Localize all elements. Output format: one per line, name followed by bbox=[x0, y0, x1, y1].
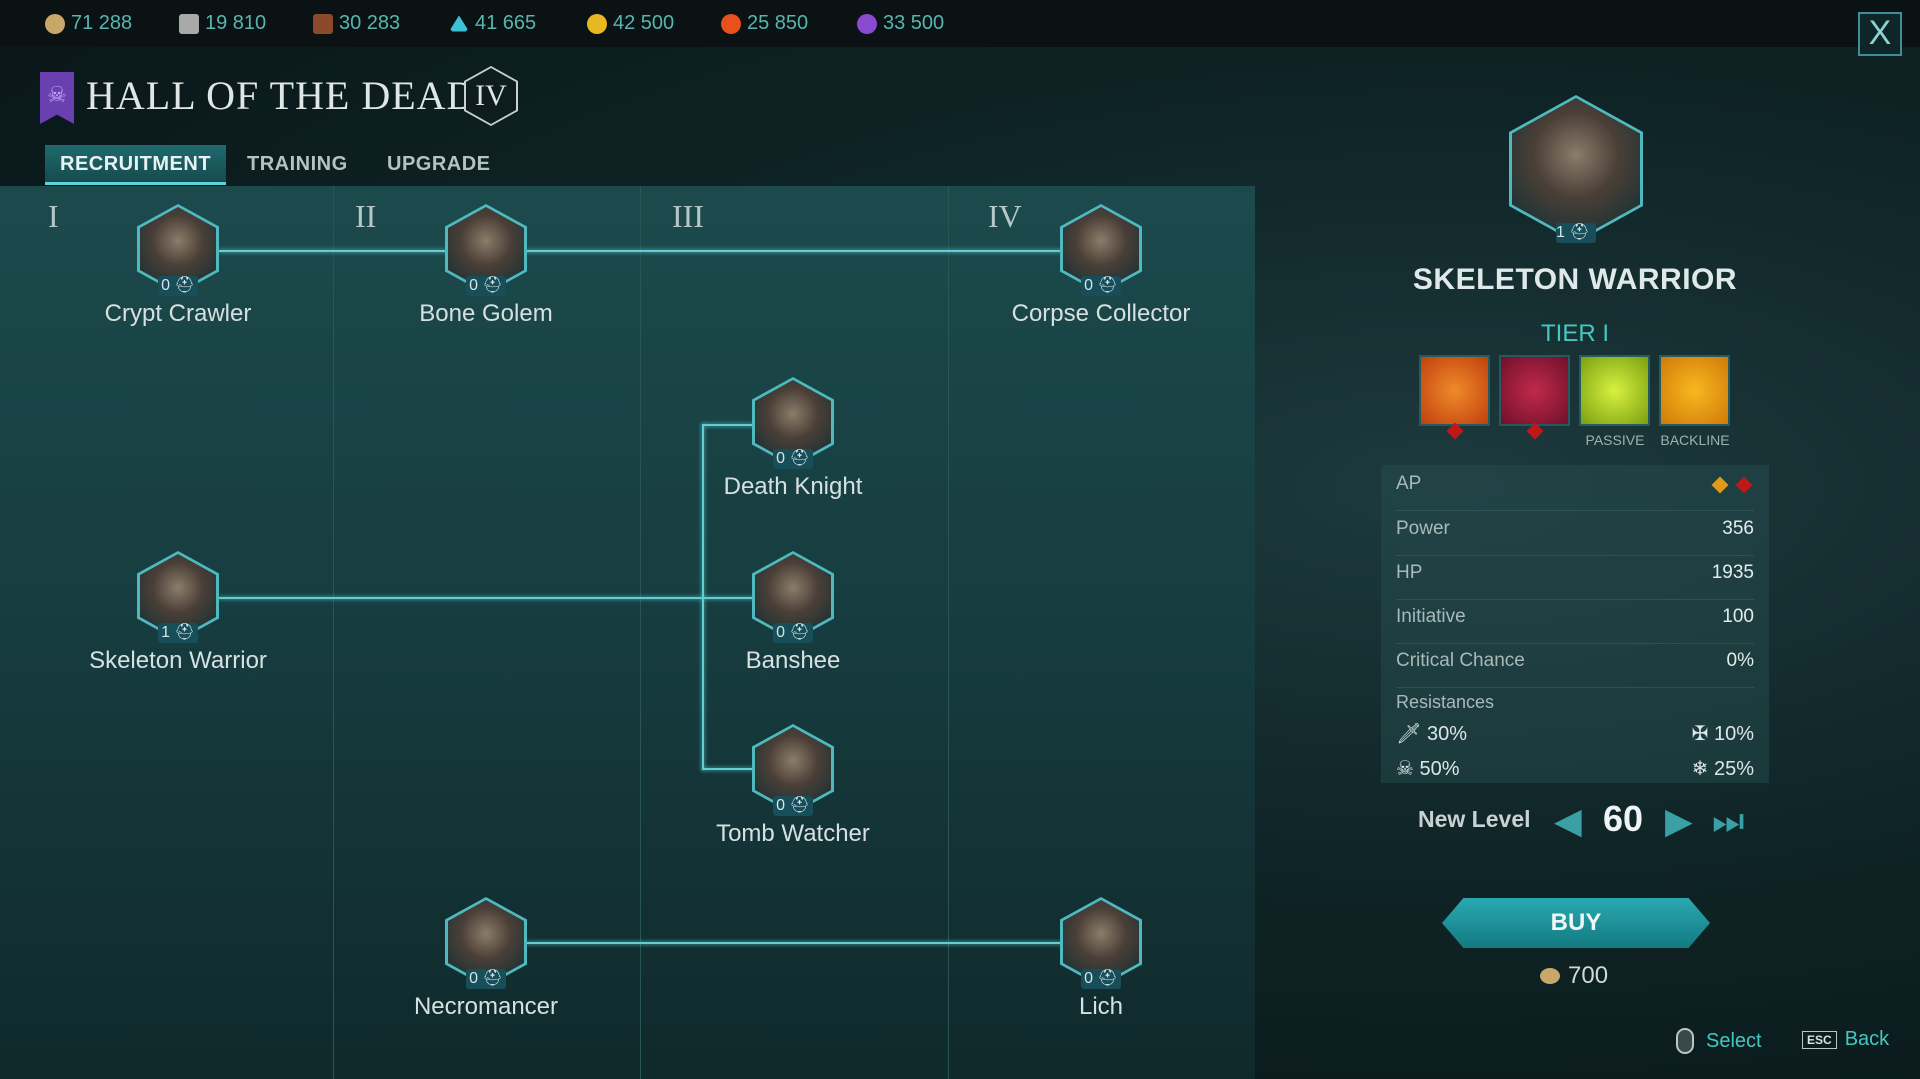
upgrade-path-line bbox=[702, 597, 754, 599]
rank-value: IV bbox=[475, 79, 507, 112]
buy-cost: 700 bbox=[1540, 962, 1608, 990]
skill-label: PASSIVE bbox=[1585, 432, 1645, 448]
unit-lich[interactable]: 0 ⛑Lich bbox=[1001, 897, 1201, 1021]
unit-name: SKELETON WARRIOR bbox=[1412, 263, 1738, 296]
resource-shadow: 33 500 bbox=[857, 12, 944, 35]
helmet-icon: ⛑ bbox=[789, 797, 810, 814]
tier-label: I bbox=[48, 198, 59, 234]
resistance-physical: 🗡 30% bbox=[1396, 723, 1467, 745]
new-level-label: New Level bbox=[1418, 806, 1531, 832]
skull-icon: ☠ bbox=[1396, 758, 1414, 780]
helmet-icon: ⛑ bbox=[482, 277, 503, 294]
shatter-icon[interactable] bbox=[1419, 355, 1490, 426]
column-divider bbox=[333, 186, 334, 1079]
holy-cross-icon: ✠ bbox=[1691, 723, 1709, 745]
page-title: HALL OF THE DEAD bbox=[86, 73, 477, 118]
helmet-icon: ⛑ bbox=[1569, 224, 1590, 241]
unit-banshee[interactable]: 0 ⛑Banshee bbox=[693, 551, 893, 675]
ap-point-icon bbox=[1735, 476, 1753, 494]
crystal-icon bbox=[449, 15, 469, 32]
tier-label: II bbox=[355, 198, 377, 234]
resistances-label: Resistances bbox=[1396, 692, 1495, 712]
close-button[interactable]: X bbox=[1858, 12, 1902, 56]
helmet-icon: ⛑ bbox=[174, 277, 195, 294]
buy-button[interactable]: BUY bbox=[1442, 898, 1710, 948]
spider-skull-banner-icon: ☠ bbox=[40, 72, 74, 124]
resource-fire: 25 850 bbox=[721, 12, 808, 35]
stat-ap: AP bbox=[1396, 473, 1754, 511]
resistance-elemental: ❄ 25% bbox=[1691, 758, 1754, 780]
passive-figure-icon[interactable] bbox=[1579, 355, 1650, 426]
column-divider bbox=[948, 186, 949, 1079]
unit-death-knight[interactable]: 0 ⛑Death Knight bbox=[693, 377, 893, 501]
wood-planks-icon bbox=[313, 13, 333, 34]
level-max-arrow-icon[interactable]: ⏭ bbox=[1712, 800, 1745, 841]
gold-coins-icon bbox=[1540, 968, 1560, 984]
recruitment-tree: I II III IV bbox=[0, 186, 1255, 1079]
unit-tier: TIER I bbox=[1540, 320, 1609, 347]
tier-label: III bbox=[672, 198, 704, 234]
unit-bone-golem[interactable]: 0 ⛑Bone Golem bbox=[386, 204, 586, 328]
level-increase-arrow-icon[interactable]: ▶ bbox=[1665, 800, 1693, 841]
ap-point-icon bbox=[1711, 476, 1729, 494]
helmet-icon: ⛑ bbox=[174, 624, 195, 641]
sword-icon: 🗡 bbox=[1396, 723, 1422, 745]
selected-unit-portrait: 1 ⛑ bbox=[1509, 95, 1643, 243]
upgrade-path-line bbox=[526, 942, 1062, 944]
mouse-icon bbox=[1676, 1028, 1694, 1054]
helmet-icon: ⛑ bbox=[1097, 277, 1118, 294]
helmet-icon: ⛑ bbox=[789, 624, 810, 641]
resource-gold: 71 288 bbox=[45, 12, 132, 35]
column-divider bbox=[640, 186, 641, 1079]
unit-corpse-collector[interactable]: 0 ⛑Corpse Collector bbox=[1001, 204, 1201, 328]
new-level-value: 60 bbox=[1602, 798, 1644, 839]
unit-necromancer[interactable]: 0 ⛑Necromancer bbox=[386, 897, 586, 1021]
resource-crystal: 41 665 bbox=[449, 12, 536, 35]
unit-tomb-watcher[interactable]: 0 ⛑Tomb Watcher bbox=[693, 724, 893, 848]
unit-skeleton-warrior[interactable]: 1 ⛑Skeleton Warrior bbox=[78, 551, 278, 675]
resource-holy: 42 500 bbox=[587, 12, 674, 35]
resistance-death: ☠ 50% bbox=[1396, 758, 1460, 780]
helmet-icon: ⛑ bbox=[1097, 970, 1118, 987]
tab-upgrade[interactable]: UPGRADE bbox=[387, 153, 491, 175]
gold-coins-icon bbox=[45, 13, 65, 34]
tier-label: IV bbox=[988, 198, 1022, 234]
resistance-holy: ✠ 10% bbox=[1691, 723, 1754, 745]
select-hint: Select bbox=[1676, 1028, 1762, 1054]
helmet-icon: ⛑ bbox=[482, 970, 503, 987]
skull-shield-icon[interactable] bbox=[1499, 355, 1570, 426]
blade-icon[interactable] bbox=[1659, 355, 1730, 426]
upgrade-path-line bbox=[218, 597, 702, 599]
unit-crypt-crawler[interactable]: 0 ⛑Crypt Crawler bbox=[78, 204, 278, 328]
skill-label: BACKLINE bbox=[1660, 432, 1730, 448]
tab-recruitment[interactable]: RECRUITMENT bbox=[45, 145, 227, 185]
upgrade-path-line bbox=[702, 424, 754, 426]
iron-ingot-icon bbox=[179, 13, 199, 34]
esc-key-icon: ESC bbox=[1802, 1030, 1837, 1049]
resource-bar: 71 288 19 810 30 283 41 665 42 500 25 85… bbox=[0, 0, 1920, 47]
helmet-icon: ⛑ bbox=[789, 450, 810, 467]
tab-training[interactable]: TRAINING bbox=[247, 153, 348, 175]
level-decrease-arrow-icon[interactable]: ◀ bbox=[1554, 800, 1582, 841]
shadow-essence-icon bbox=[857, 13, 877, 34]
holy-essence-icon bbox=[587, 13, 607, 34]
fire-frost-icon: ❄ bbox=[1691, 758, 1709, 780]
fire-essence-icon bbox=[721, 13, 741, 34]
upgrade-path-line bbox=[702, 768, 754, 770]
upgrade-path-line bbox=[218, 250, 1062, 252]
resource-iron: 19 810 bbox=[179, 12, 266, 35]
resource-wood: 30 283 bbox=[313, 12, 400, 35]
